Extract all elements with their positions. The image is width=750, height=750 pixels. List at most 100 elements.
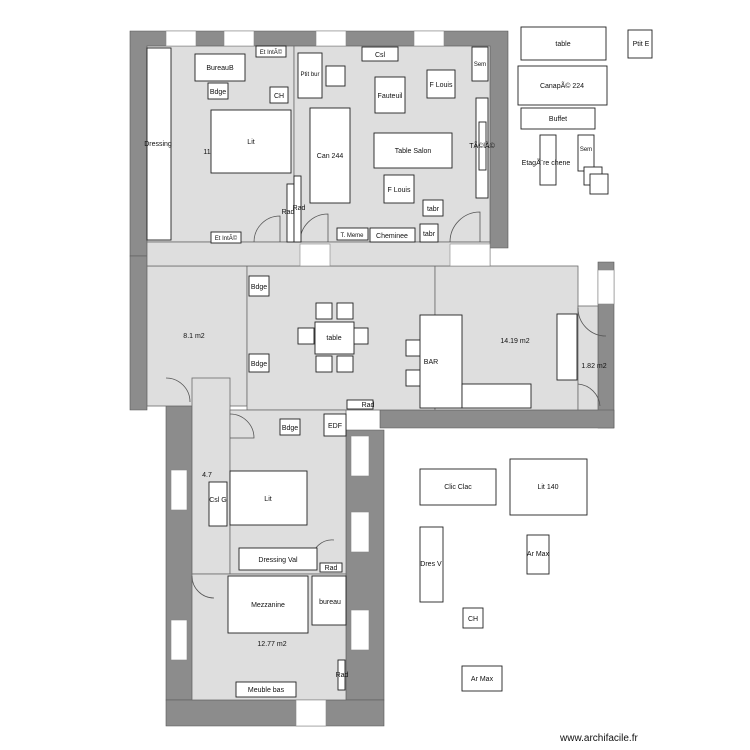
label-rad-3: Rad xyxy=(362,402,375,409)
door-swing xyxy=(449,211,481,243)
label-etagere-chene: EtagÃ¨re chene xyxy=(522,158,571,167)
chair xyxy=(336,302,354,320)
bedside-4 xyxy=(279,418,301,436)
ptit-e xyxy=(627,29,653,59)
label-clic-clac: Clic Clac xyxy=(444,484,472,491)
low-cabinet xyxy=(235,681,297,698)
label-sem-right: Sem xyxy=(580,147,592,153)
label-fauteuil: Fauteuil xyxy=(378,93,403,100)
cabinet-top xyxy=(255,45,287,58)
label-lit-140: Lit 140 xyxy=(537,484,558,491)
label-ch-2: CH xyxy=(468,616,478,623)
sem-top xyxy=(471,46,489,82)
window xyxy=(170,469,188,511)
door-swing xyxy=(229,413,255,439)
label-area-11: 11 xyxy=(203,149,210,156)
chair-ptit-bur xyxy=(325,65,346,87)
label-dressing-val: Dressing Val xyxy=(258,557,298,564)
f-louis-bottom xyxy=(383,174,415,204)
label-buffet: Buffet xyxy=(549,116,567,123)
label-table-dining: table xyxy=(326,335,341,342)
label-can-244: Can 244 xyxy=(317,153,344,160)
label-bar: BAR xyxy=(424,359,438,366)
ch-2 xyxy=(462,607,484,629)
stool-out-2 xyxy=(589,173,609,195)
bar xyxy=(419,314,463,409)
radiator-4 xyxy=(319,562,343,573)
dining-table xyxy=(314,321,355,355)
label-csl: Csl xyxy=(375,52,386,59)
stool-1 xyxy=(422,199,444,217)
window xyxy=(597,269,615,305)
label-ch-1: CH xyxy=(274,93,284,100)
label-et-int-bottom: Et IntÃ© xyxy=(215,235,238,242)
label-tele: TÃ©lÃ© xyxy=(469,141,495,150)
door-swing xyxy=(191,575,215,599)
label-area-8-1: 8.1 m2 xyxy=(183,333,205,340)
dressing xyxy=(146,47,172,241)
label-table-salon: Table Salon xyxy=(395,148,432,155)
stool-2 xyxy=(419,223,439,243)
label-ptit-e: Ptit E xyxy=(633,41,650,48)
window xyxy=(170,619,188,661)
wall-left-middle xyxy=(129,255,148,411)
window xyxy=(350,435,370,477)
tv xyxy=(478,121,487,171)
radiator-3 xyxy=(346,399,374,410)
window xyxy=(315,30,347,47)
label-tabr-2: tabr xyxy=(423,231,436,238)
ch-1 xyxy=(269,86,289,104)
room-1-82 xyxy=(577,305,599,411)
window xyxy=(165,30,197,47)
wall-bottom-middle xyxy=(379,409,615,429)
bed-2 xyxy=(229,470,308,526)
label-bdge-2: Bdge xyxy=(251,284,267,291)
label-bdge-1: Bdge xyxy=(210,89,226,96)
credit-watermark: www.archifacile.fr xyxy=(560,733,638,744)
label-tabr-1: tabr xyxy=(427,206,440,213)
console xyxy=(361,46,399,62)
window xyxy=(413,30,445,47)
desk-b xyxy=(194,53,246,82)
mezzanine-bed xyxy=(227,575,309,634)
radiator-2 xyxy=(293,175,302,243)
ar-max-1 xyxy=(526,534,550,575)
table-outside xyxy=(520,26,607,61)
counter xyxy=(461,383,532,409)
label-csl-g: Csl G xyxy=(209,497,227,504)
clic-clac xyxy=(419,468,497,506)
f-louis-top xyxy=(426,69,456,99)
bedside-2 xyxy=(248,275,270,297)
label-lit-2: Lit xyxy=(264,496,271,503)
label-bdge-3: Bdge xyxy=(251,361,267,368)
label-bdge-4: Bdge xyxy=(282,425,298,432)
chair xyxy=(315,302,333,320)
door-swing xyxy=(165,377,191,403)
label-et-int-top: Et IntÃ© xyxy=(260,49,283,56)
edf-meter xyxy=(323,413,347,437)
label-edf: EDF xyxy=(328,423,342,430)
label-t-meme: T. Meme xyxy=(340,233,364,239)
label-dres-v: Dres V xyxy=(420,561,442,568)
window xyxy=(295,699,327,727)
label-rad-4: Rad xyxy=(325,565,338,572)
window xyxy=(350,511,370,553)
buffet xyxy=(520,107,596,130)
dressing-val xyxy=(238,547,318,571)
bedside-3 xyxy=(248,353,270,373)
label-rad-1: Rad xyxy=(282,209,295,216)
windows xyxy=(165,30,615,727)
cabinet-bottom xyxy=(210,231,242,244)
label-rad-5: Rad xyxy=(336,672,349,679)
window xyxy=(350,609,370,651)
t-meme xyxy=(336,227,369,241)
furniture: BureauB Et IntÃ© Bdge CH Dressing Lit 11… xyxy=(144,26,653,698)
label-meuble-bas: Meuble bas xyxy=(248,687,285,694)
fireplace xyxy=(369,227,416,243)
window xyxy=(223,30,255,47)
window xyxy=(299,243,331,267)
bed-140 xyxy=(509,458,588,516)
bedside-1 xyxy=(207,82,229,100)
label-bureau: bureau xyxy=(319,599,341,606)
